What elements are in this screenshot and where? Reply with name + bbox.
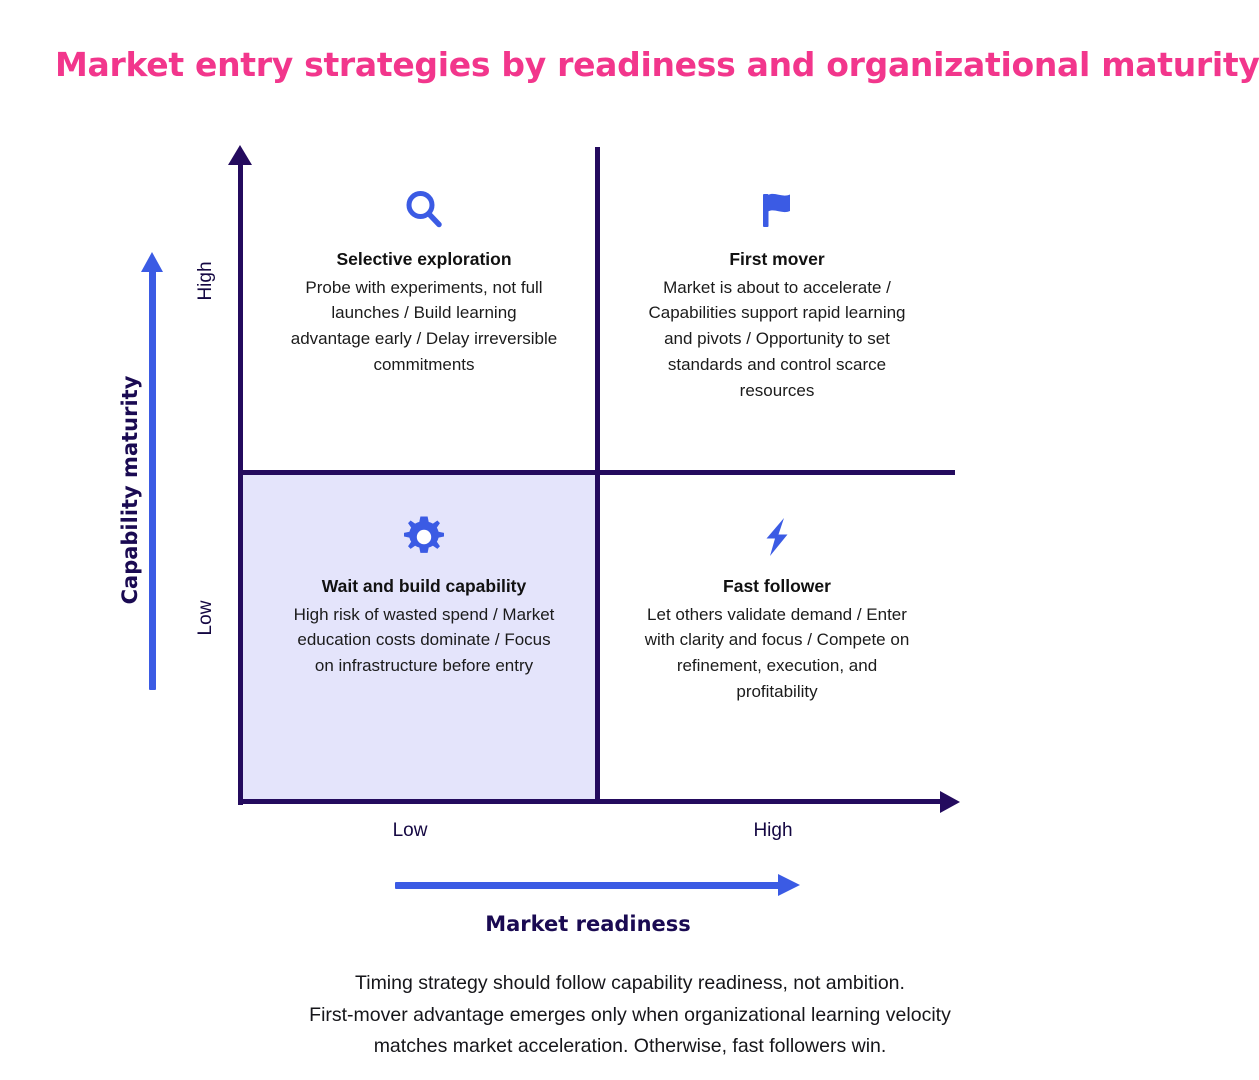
quadrant-title: Selective exploration — [336, 249, 512, 269]
y-axis-tick-high: High — [195, 261, 216, 301]
quadrant-body: Probe with experiments, not full launche… — [290, 277, 558, 375]
caption-line-1: Timing strategy should follow capability… — [355, 972, 905, 994]
caption-line-3: matches market acceleration. Otherwise, … — [373, 1035, 887, 1058]
caption-line-2: First-mover advantage emerges only when … — [309, 1003, 951, 1026]
lightning-bolt-icon — [643, 513, 911, 561]
market-readiness-guide-arrow-line — [395, 882, 780, 889]
quadrant-body: High risk of wasted spend / Market educa… — [293, 604, 555, 676]
quadrant-selective-exploration[interactable]: Selective exploration Probe with experim… — [290, 186, 558, 378]
y-axis-title: Capability maturity — [118, 375, 142, 605]
quadrant-wait-and-build-capability[interactable]: Wait and build capability High risk of w… — [290, 513, 558, 679]
x-axis-tick-high: High — [753, 820, 793, 841]
y-axis-tick-low: Low — [195, 600, 216, 636]
y-axis-line — [238, 160, 243, 805]
quadrant-body: Let others validate demand / Enter with … — [644, 604, 910, 702]
quadrant-title: Fast follower — [723, 576, 831, 596]
capability-maturity-guide-arrow-line — [149, 268, 156, 690]
quadrant-title: First mover — [729, 249, 825, 269]
page-title: Market entry strategies by readiness and… — [55, 45, 1259, 84]
x-axis-title: Market readiness — [485, 912, 691, 936]
quadrant-fast-follower[interactable]: Fast follower Let others validate demand… — [643, 513, 911, 705]
market-readiness-guide-arrowhead-icon — [778, 874, 800, 896]
x-axis-tick-low: Low — [392, 820, 428, 841]
x-axis-arrowhead-icon — [940, 791, 960, 813]
quadrant-body: Market is about to accelerate / Capabili… — [648, 277, 906, 400]
capability-maturity-guide-arrowhead-icon — [141, 252, 163, 272]
x-axis-line — [238, 799, 948, 804]
quadrant-title: Wait and build capability — [321, 576, 527, 596]
y-axis-arrowhead-icon — [228, 145, 252, 165]
flag-icon — [643, 186, 911, 234]
vertical-quadrant-divider — [595, 147, 600, 804]
caption: Timing strategy should follow capability… — [180, 968, 1080, 1063]
quadrant-first-mover[interactable]: First mover Market is about to accelerat… — [643, 186, 911, 404]
search-icon — [290, 186, 558, 234]
gear-icon — [290, 513, 558, 561]
